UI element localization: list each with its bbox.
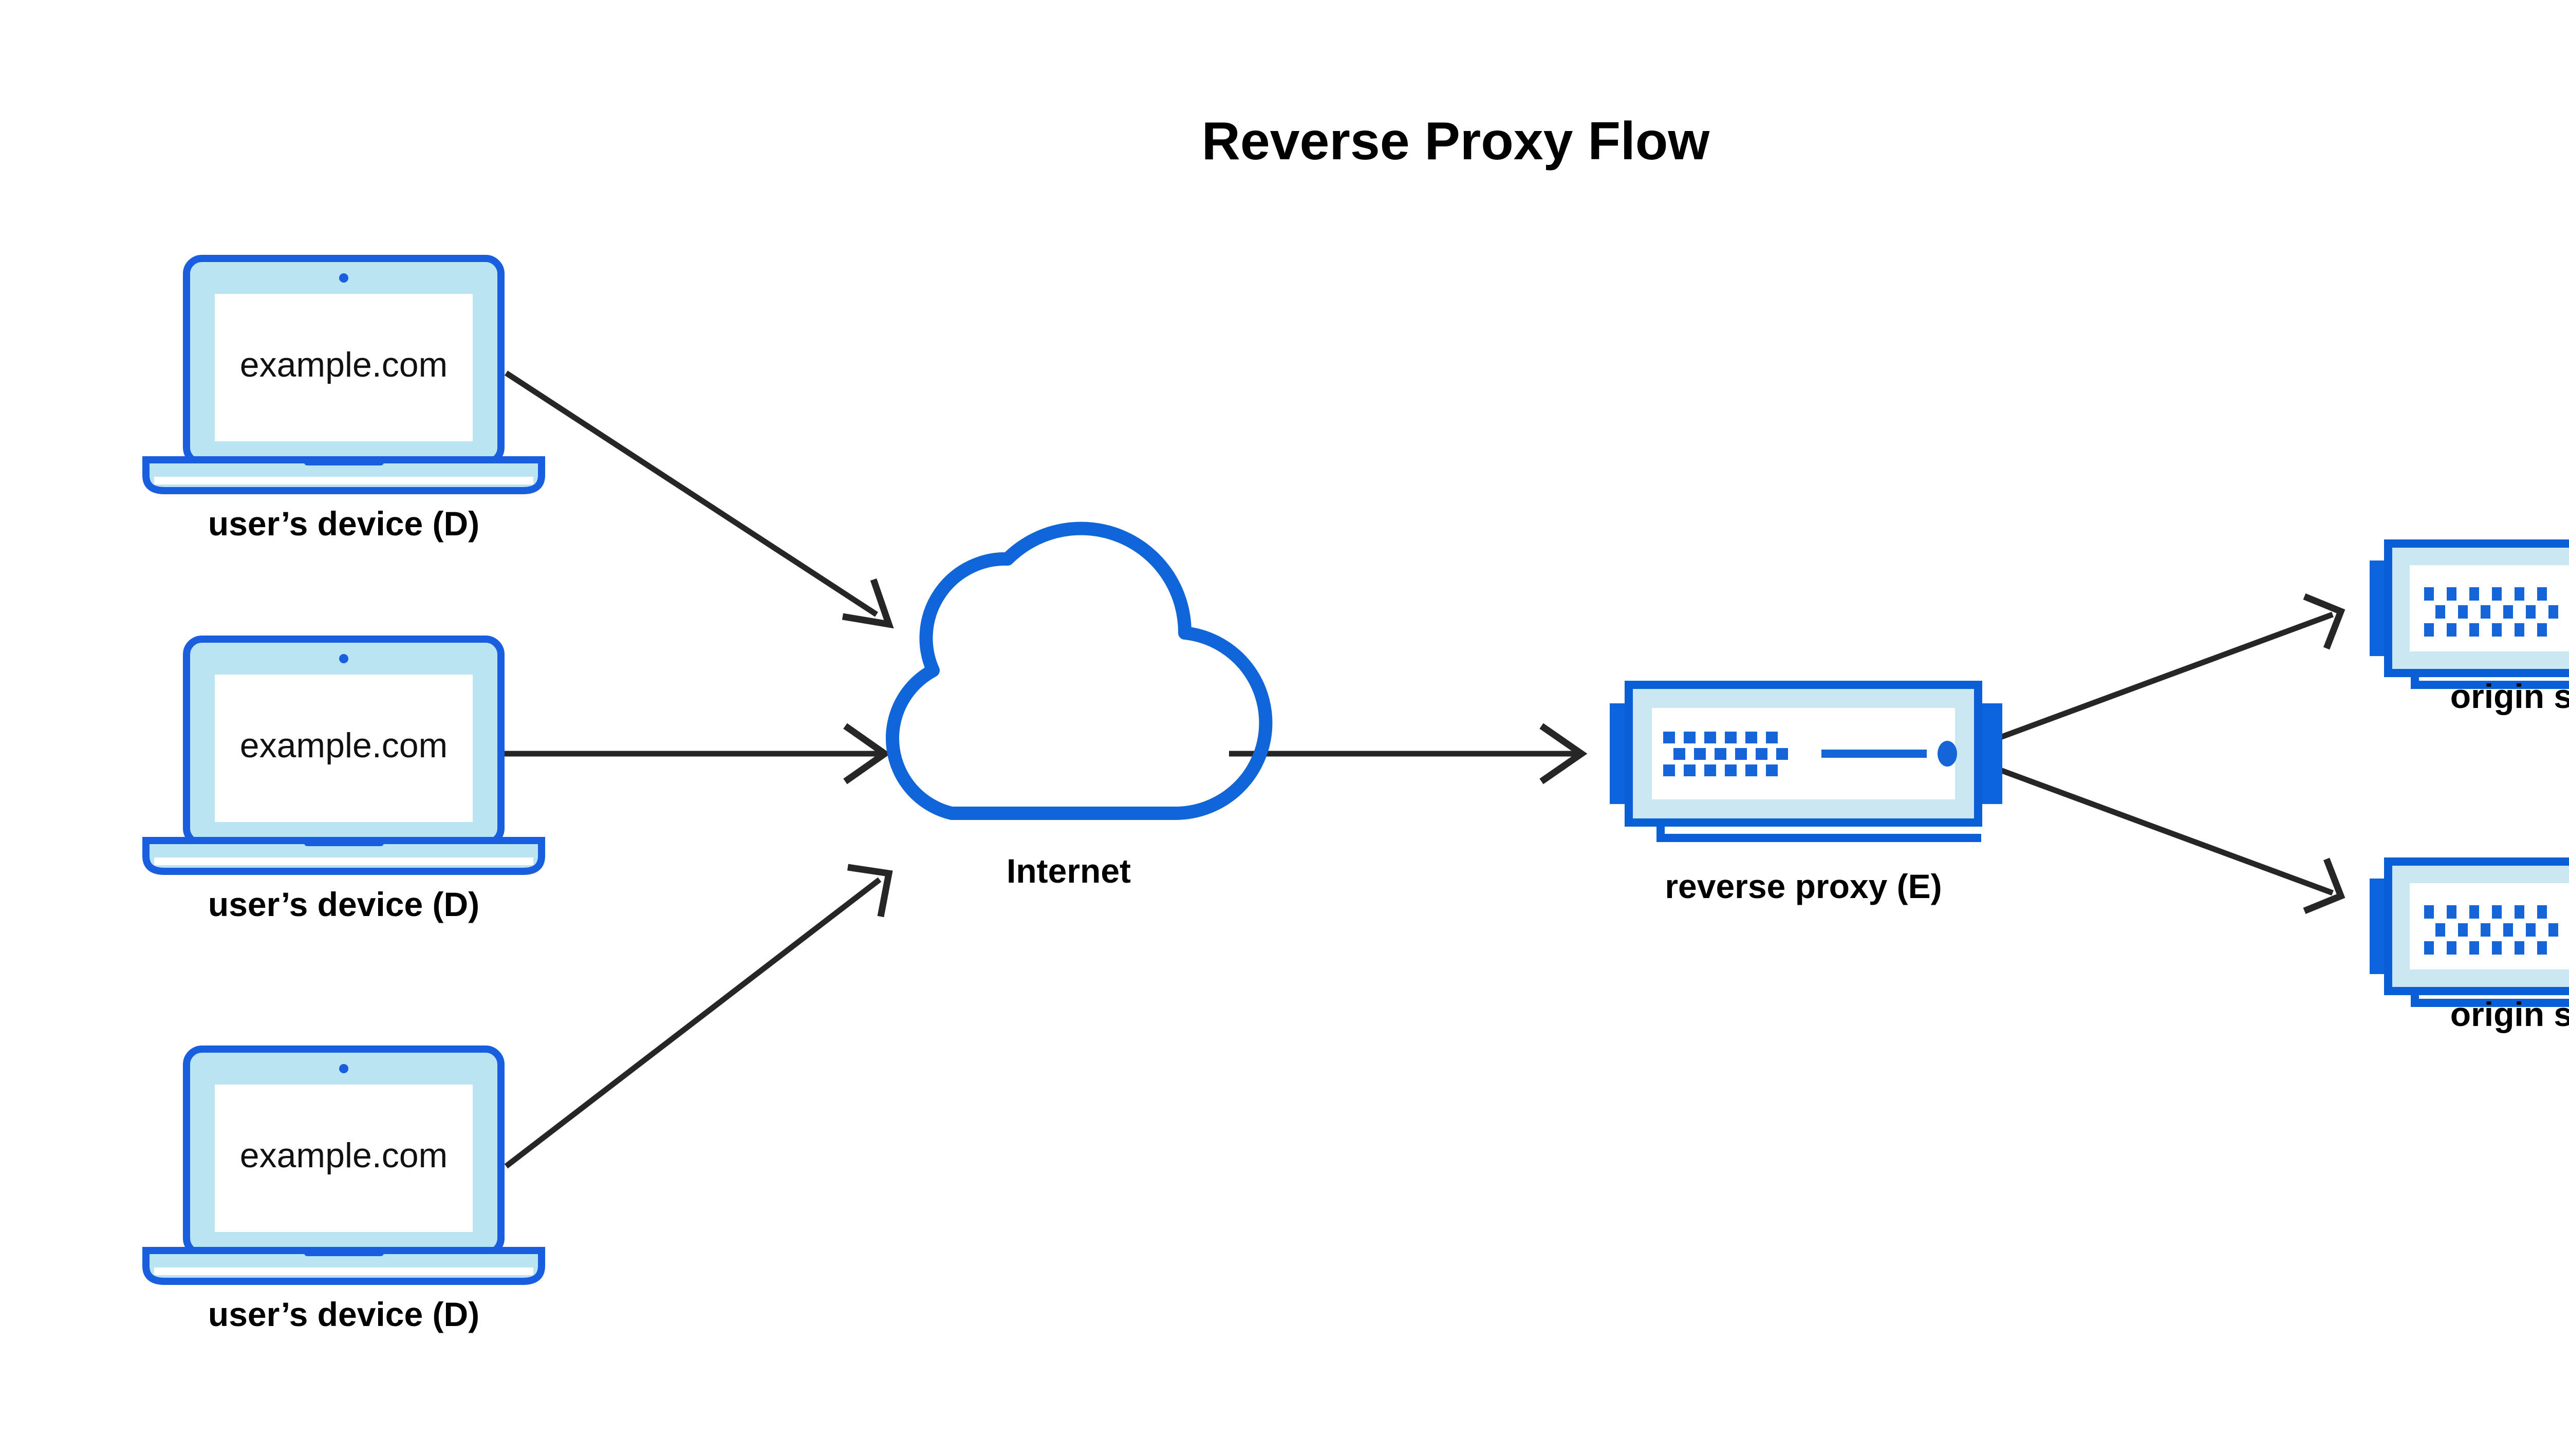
screen-url-text: example.com bbox=[240, 1136, 448, 1175]
device-label-3: user’s device (D) bbox=[208, 1295, 479, 1333]
device-label-2: user’s device (D) bbox=[208, 885, 479, 923]
origin-server-label-1: origin server (F) bbox=[2450, 677, 2569, 715]
cloud-icon bbox=[885, 521, 1273, 820]
origin-server-node-2[interactable]: origin server (F) bbox=[2370, 857, 2569, 1033]
origin-server-node-1[interactable]: origin server (F) bbox=[2370, 539, 2569, 715]
laptop-screen bbox=[215, 1085, 473, 1232]
camera-dot-icon bbox=[339, 273, 348, 283]
origin-server-label-2: origin server (F) bbox=[2450, 995, 2569, 1033]
device-node-2[interactable]: example.com user’s device (D) bbox=[142, 636, 545, 923]
edge-device2-to-internet bbox=[501, 723, 891, 785]
device-label-1: user’s device (D) bbox=[208, 505, 479, 543]
laptop-notch bbox=[304, 838, 384, 846]
camera-dot-icon bbox=[339, 1064, 348, 1073]
internet-label: Internet bbox=[1007, 852, 1131, 890]
camera-dot-icon bbox=[339, 654, 348, 663]
screen-url-text: example.com bbox=[240, 345, 448, 384]
edge-device1-to-internet bbox=[504, 370, 894, 629]
page-title: Reverse Proxy Flow bbox=[1202, 111, 1710, 171]
laptop-base-strip bbox=[154, 857, 533, 865]
edge-proxy-to-origin2 bbox=[1993, 764, 2345, 914]
server-status-led bbox=[1938, 741, 1957, 767]
reverse-proxy-node[interactable]: reverse proxy (E) bbox=[1610, 681, 2002, 905]
internet-node[interactable]: Internet bbox=[885, 521, 1273, 890]
edge-proxy-to-origin1 bbox=[1993, 593, 2345, 743]
laptop-base-strip bbox=[154, 477, 533, 484]
edge-device3-to-internet bbox=[504, 864, 893, 1169]
screen-url-text: example.com bbox=[240, 726, 448, 765]
server-led-grid bbox=[2424, 905, 2558, 955]
device-node-1[interactable]: example.com user’s device (D) bbox=[142, 255, 545, 543]
server-led-grid bbox=[2424, 587, 2558, 637]
laptop-screen bbox=[215, 675, 473, 822]
edge-internet-to-proxy bbox=[1229, 723, 1588, 785]
laptop-notch bbox=[304, 1248, 384, 1256]
laptop-notch bbox=[304, 457, 384, 465]
laptop-screen bbox=[215, 294, 473, 441]
laptop-base-strip bbox=[154, 1267, 533, 1275]
server-led-grid bbox=[1663, 732, 1788, 776]
edges-layer bbox=[501, 370, 2345, 1169]
device-node-3[interactable]: example.com user’s device (D) bbox=[142, 1046, 545, 1333]
reverse-proxy-label: reverse proxy (E) bbox=[1665, 867, 1942, 905]
